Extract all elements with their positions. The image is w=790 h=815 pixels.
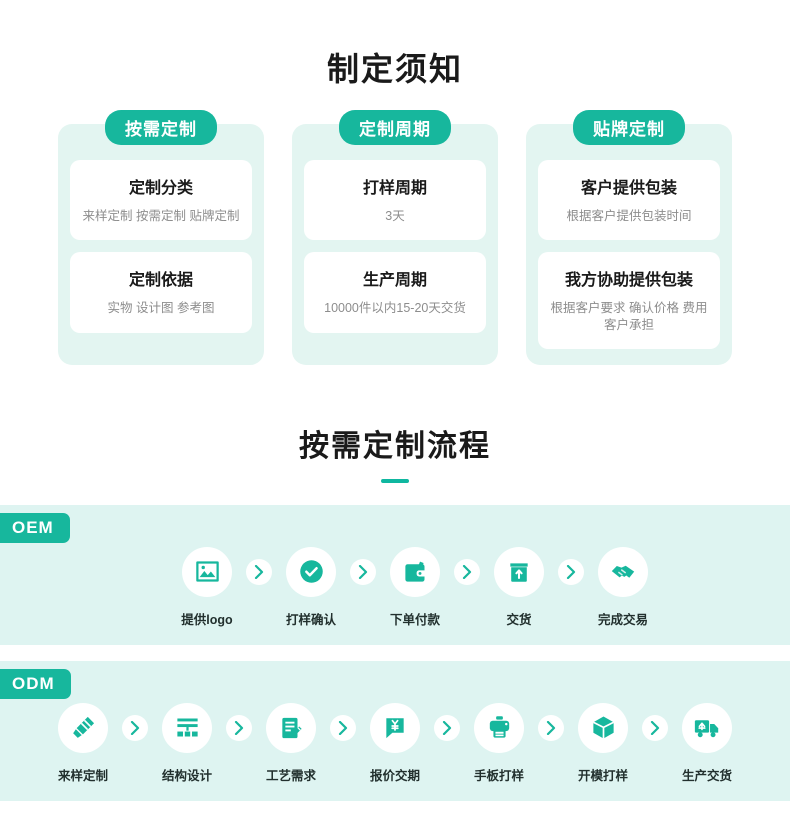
process-band-oem: OEM 提供logo bbox=[0, 504, 790, 645]
panel-subtitle: 实物 设计图 参考图 bbox=[107, 301, 215, 316]
band-tag-odm: ODM bbox=[0, 668, 71, 699]
structure-icon bbox=[176, 718, 198, 737]
step-icon-bubble bbox=[266, 702, 316, 753]
process-step[interactable]: 报价交期 bbox=[358, 702, 432, 784]
step-label: 完成交易 bbox=[597, 612, 648, 627]
printer-icon bbox=[489, 716, 509, 738]
step-icon-bubble bbox=[370, 702, 420, 753]
chevron-right-icon bbox=[434, 714, 460, 741]
card-badge: 定制周期 bbox=[339, 110, 451, 145]
chevron-right-icon bbox=[330, 714, 356, 741]
notice-panel: 客户提供包装 根据客户提供包装时间 bbox=[538, 160, 720, 241]
step-label: 结构设计 bbox=[161, 768, 212, 783]
panel-subtitle: 根据客户要求 确认价格 费用客户承担 bbox=[550, 301, 708, 332]
wallet-icon bbox=[404, 561, 427, 582]
panel-title: 定制依据 bbox=[128, 272, 193, 290]
step-icon-bubble bbox=[182, 546, 232, 597]
band-tag-oem: OEM bbox=[0, 512, 70, 543]
step-icon-bubble bbox=[162, 702, 212, 753]
step-icon-bubble bbox=[58, 702, 108, 753]
section2-title: 按需定制流程 bbox=[299, 429, 491, 463]
chevron-right-icon bbox=[226, 714, 252, 741]
panel-subtitle: 10000件以内15-20天交货 bbox=[324, 301, 466, 316]
step-icon-bubble bbox=[286, 546, 336, 597]
document-pen-icon bbox=[282, 717, 302, 738]
process-step[interactable]: 交货 bbox=[482, 546, 556, 628]
notice-panel: 生产周期 10000件以内15-20天交货 bbox=[304, 252, 486, 333]
step-icon-bubble bbox=[474, 702, 524, 753]
step-label: 提供logo bbox=[181, 612, 233, 627]
step-icon-bubble bbox=[390, 546, 440, 597]
title-divider bbox=[381, 478, 409, 483]
panel-title: 客户提供包装 bbox=[580, 180, 677, 197]
step-label: 手板打样 bbox=[473, 768, 524, 783]
pencil-icon bbox=[72, 717, 94, 739]
delivery-box-icon bbox=[510, 563, 528, 582]
process-step[interactable]: 结构设计 bbox=[150, 702, 224, 784]
notice-panel: 我方协助提供包装 根据客户要求 确认价格 费用客户承担 bbox=[538, 252, 720, 349]
section-process-flow: 按需定制流程 OEM 提供logo bbox=[0, 421, 790, 801]
panel-title: 生产周期 bbox=[362, 272, 427, 290]
process-step[interactable]: 开模打样 bbox=[566, 702, 640, 784]
notice-card: 定制周期 打样周期 3天 生产周期 10000件以内15-20天交货 bbox=[292, 110, 498, 365]
image-icon bbox=[195, 561, 219, 582]
chevron-right-icon bbox=[122, 714, 148, 741]
process-step[interactable]: 提供logo bbox=[170, 546, 244, 628]
cube-icon bbox=[592, 716, 614, 739]
step-icon-bubble bbox=[494, 546, 544, 597]
check-circle-icon bbox=[299, 560, 323, 583]
process-step[interactable]: 下单付款 bbox=[378, 546, 452, 628]
chevron-right-icon bbox=[538, 714, 564, 741]
chevron-right-icon bbox=[642, 714, 668, 741]
handshake-icon bbox=[611, 565, 635, 578]
panel-subtitle: 3天 bbox=[385, 209, 405, 223]
panel-title: 我方协助提供包装 bbox=[564, 272, 693, 290]
card-badge: 贴牌定制 bbox=[573, 110, 685, 145]
chevron-right-icon bbox=[558, 558, 584, 585]
process-step[interactable]: 工艺需求 bbox=[254, 702, 328, 784]
notice-card: 按需定制 定制分类 来样定制 按需定制 贴牌定制 定制依据 实物 设计图 参考图 bbox=[58, 110, 264, 365]
process-step[interactable]: 手板打样 bbox=[462, 702, 536, 784]
process-step[interactable]: 完成交易 bbox=[586, 546, 660, 628]
step-icon-bubble bbox=[598, 546, 648, 597]
step-label: 报价交期 bbox=[369, 768, 420, 783]
step-label: 下单付款 bbox=[389, 612, 440, 627]
notice-panel: 定制分类 来样定制 按需定制 贴牌定制 bbox=[70, 160, 252, 241]
chevron-right-icon bbox=[350, 558, 376, 585]
step-label: 生产交货 bbox=[681, 768, 732, 783]
panel-subtitle: 来样定制 按需定制 贴牌定制 bbox=[82, 209, 240, 223]
notice-panel: 打样周期 3天 bbox=[304, 160, 486, 241]
panel-title: 打样周期 bbox=[362, 180, 427, 197]
step-label: 来样定制 bbox=[57, 768, 108, 783]
notice-cards-row: 按需定制 定制分类 来样定制 按需定制 贴牌定制 定制依据 实物 设计图 参考图… bbox=[0, 110, 790, 365]
panel-title: 定制分类 bbox=[128, 180, 193, 197]
chevron-right-icon bbox=[454, 558, 480, 585]
step-label: 工艺需求 bbox=[265, 768, 316, 783]
steps-row-oem: 提供logo 打样确认 bbox=[0, 546, 790, 628]
step-label: 交货 bbox=[506, 612, 532, 627]
process-step[interactable]: 打样确认 bbox=[274, 546, 348, 628]
card-badge: 按需定制 bbox=[105, 110, 217, 145]
step-icon-bubble bbox=[682, 702, 732, 753]
process-step[interactable]: 来样定制 bbox=[46, 702, 120, 784]
section-customization-notice: 制定须知 按需定制 定制分类 来样定制 按需定制 贴牌定制 定制依据 实物 设计… bbox=[0, 0, 790, 365]
notice-panel: 定制依据 实物 设计图 参考图 bbox=[70, 252, 252, 333]
step-label: 开模打样 bbox=[577, 768, 628, 783]
panel-subtitle: 根据客户提供包装时间 bbox=[566, 209, 692, 223]
step-icon-bubble bbox=[578, 702, 628, 753]
process-step[interactable]: 生产交货 bbox=[670, 702, 744, 784]
yuan-bubble-icon bbox=[386, 718, 404, 738]
steps-row-odm: 来样定制 bbox=[0, 702, 790, 784]
step-label: 打样确认 bbox=[285, 612, 336, 627]
section1-title: 制定须知 bbox=[326, 51, 463, 87]
process-band-odm: ODM 来样定制 bbox=[0, 660, 790, 801]
notice-card: 贴牌定制 客户提供包装 根据客户提供包装时间 我方协助提供包装 根据客户要求 确… bbox=[526, 110, 732, 365]
chevron-right-icon bbox=[246, 558, 272, 585]
truck-icon bbox=[694, 720, 719, 737]
